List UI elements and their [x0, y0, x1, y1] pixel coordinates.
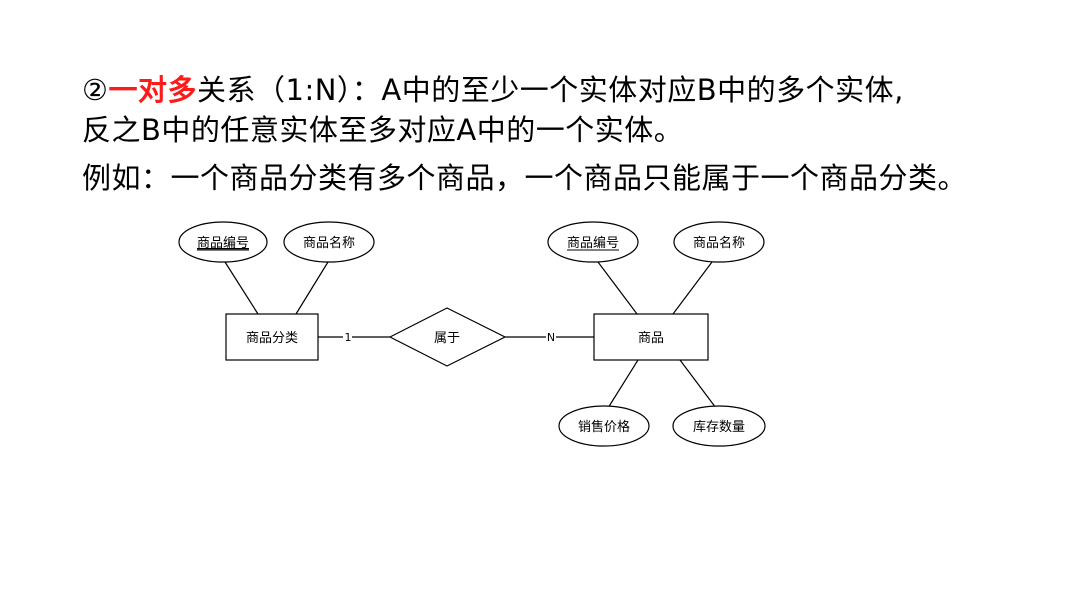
description-text: ②一对多关系（1:N）：A中的至少一个实体对应B中的多个实体, 反之B中的任意实… — [82, 70, 967, 198]
highlight-one-to-many: 一对多 — [108, 73, 198, 107]
description-line-2: 反之B中的任意实体至多对应A中的一个实体。 — [82, 113, 684, 147]
cardinality-right: N — [547, 331, 555, 344]
entity-product-shape — [593, 313, 709, 361]
connector-category-name — [295, 261, 329, 315]
attribute-product-key-label: 商品编号 — [567, 236, 619, 251]
circled-number: ② — [82, 73, 109, 107]
relationship-diamond — [388, 307, 507, 367]
description-line-1: ②一对多关系（1:N）：A中的至少一个实体对应B中的多个实体, — [82, 70, 967, 110]
attribute-product-name-label: 商品名称 — [693, 235, 745, 251]
attribute-category-name-label: 商品名称 — [303, 235, 355, 251]
connector-product-name — [672, 261, 713, 315]
cardinality-left: 1 — [345, 331, 352, 344]
example-line: 例如：一个商品分类有多个商品，一个商品只能属于一个商品分类。 — [82, 161, 968, 195]
connector-category-key — [224, 261, 259, 315]
relationship-label: 属于 — [434, 331, 460, 346]
entity-category-shape — [225, 313, 319, 361]
attribute-product-price-label: 销售价格 — [578, 419, 630, 435]
entity-product-label: 商品 — [638, 331, 664, 346]
connector-product-key — [597, 261, 638, 315]
connector-product-price — [607, 359, 639, 409]
attribute-product-stock-label: 库存数量 — [693, 419, 745, 435]
attribute-category-key-label: 商品编号 — [197, 236, 249, 251]
entity-category-label: 商品分类 — [246, 331, 298, 346]
connector-product-stock — [679, 359, 717, 409]
attribute-product-stock-shape — [672, 405, 766, 447]
attribute-category-name-shape — [283, 221, 375, 263]
attribute-product-name-shape — [673, 221, 765, 263]
attribute-product-key-shape — [547, 221, 639, 263]
attribute-category-key-shape — [178, 221, 268, 263]
attribute-product-price-shape — [558, 405, 650, 447]
line-1-text: 关系（1:N）：A中的至少一个实体对应B中的多个实体, — [197, 73, 904, 107]
